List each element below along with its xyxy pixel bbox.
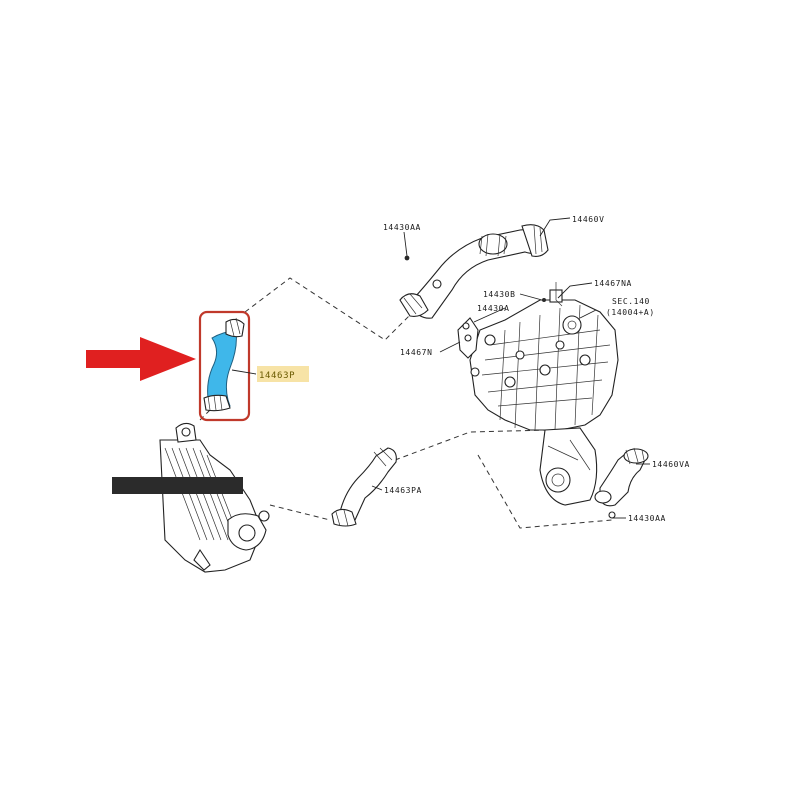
intercooler-assembly xyxy=(159,422,270,573)
label-sec-140: SEC.140 xyxy=(612,297,650,306)
label-14430b: 14430B xyxy=(483,290,516,299)
bracket-14467n xyxy=(457,317,479,359)
label-sec-14004a: (14004+A) xyxy=(606,308,655,317)
engine-block xyxy=(469,282,619,506)
label-14467n: 14467N xyxy=(400,348,433,357)
label-14430a: 14430A xyxy=(477,304,510,313)
redaction-bar xyxy=(112,477,243,494)
highlighted-hose-14463p xyxy=(198,310,257,422)
highlighted-hose-body xyxy=(207,331,237,407)
label-14460v: 14460V xyxy=(572,215,605,224)
label-14460va: 14460VA xyxy=(652,460,690,469)
label-highlight-bg xyxy=(257,366,309,382)
label-14463pa: 14463PA xyxy=(384,486,422,495)
label-14430aa-bottom: 14430AA xyxy=(628,514,666,523)
label-14430aa-top: 14430AA xyxy=(383,223,421,232)
label-14463p: 14463P xyxy=(259,371,295,381)
lower-right-pipe xyxy=(594,447,649,519)
middle-hose-14463pa xyxy=(331,447,397,527)
highlight-box xyxy=(198,310,251,422)
label-14467na: 14467NA xyxy=(594,279,632,288)
part-labels: 14430AA 14460V 14467NA 14430B 14430A SEC… xyxy=(259,215,690,523)
leader-lines xyxy=(371,217,650,519)
red-arrow-pointer xyxy=(86,337,196,381)
upper-charge-pipe xyxy=(399,224,549,319)
